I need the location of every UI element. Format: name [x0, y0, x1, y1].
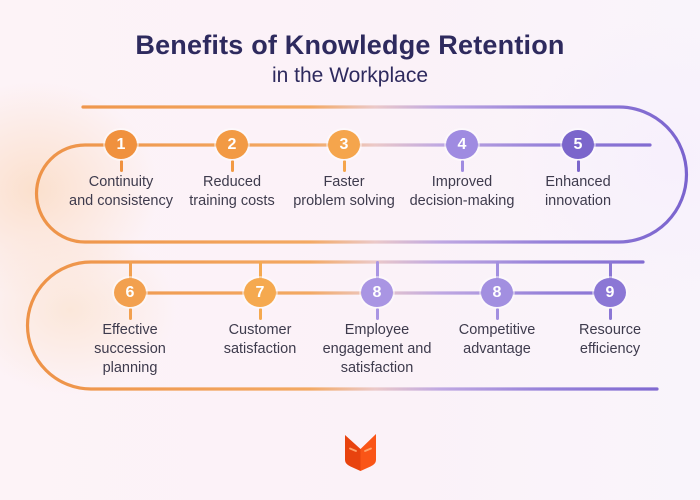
logo-right-eye — [364, 447, 372, 452]
step-number: 8 — [372, 283, 382, 301]
tick-connector — [342, 160, 346, 172]
step-number: 6 — [125, 283, 135, 301]
step-number: 4 — [457, 135, 467, 153]
step-number: 9 — [605, 283, 615, 301]
step-number-badge: 7 — [244, 278, 276, 307]
title-line-2: in the Workplace — [271, 64, 429, 87]
step-number-badge: 6 — [114, 278, 146, 307]
benefit-label: Competitive advantage — [458, 322, 536, 357]
benefit-label: Employee engagement and satisfaction — [322, 322, 432, 376]
step-number-badge: 1 — [105, 130, 137, 159]
step-number: 8 — [492, 283, 502, 301]
logo-left-panel — [345, 435, 361, 471]
benefit-label: Reduced training costs — [189, 174, 275, 209]
tick-connector — [230, 160, 234, 172]
step-number-badge: 4 — [446, 130, 478, 159]
step-number-badge: 8 — [361, 278, 393, 307]
benefit-label: Continuity and consistency — [69, 174, 173, 209]
benefit-label: Faster problem solving — [293, 174, 395, 209]
step-number: 1 — [116, 135, 126, 153]
logo-left-eye — [349, 447, 357, 452]
tick-connector — [128, 308, 132, 320]
tick-connector — [460, 160, 464, 172]
benefit-label: Enhanced innovation — [544, 174, 612, 209]
tick-connector — [375, 308, 379, 320]
step-number-badge: 8 — [481, 278, 513, 307]
logo-right-panel — [360, 434, 376, 471]
step-number-badge: 2 — [216, 130, 248, 159]
benefit-label: Resource efficiency — [578, 322, 642, 357]
benefit-label: Effective succession planning — [94, 322, 166, 376]
step-number: 2 — [227, 135, 237, 153]
benefit-label: Improved decision-making — [409, 174, 515, 209]
page-title: Benefits of Knowledge Retention in the W… — [0, 30, 700, 88]
step-number: 7 — [255, 283, 265, 301]
step-number: 3 — [339, 135, 349, 153]
tick-connector — [576, 160, 580, 172]
step-number-badge: 5 — [562, 130, 594, 159]
benefit-label: Customer satisfaction — [223, 322, 297, 357]
step-number: 5 — [573, 135, 583, 153]
tick-connector — [119, 160, 123, 172]
tick-connector — [495, 308, 499, 320]
tick-connector — [608, 308, 612, 320]
title-line-1: Benefits of Knowledge Retention — [135, 30, 565, 60]
fox-book-logo-icon — [345, 434, 376, 471]
step-number-badge: 9 — [594, 278, 626, 307]
tick-connector — [258, 308, 262, 320]
step-number-badge: 3 — [328, 130, 360, 159]
